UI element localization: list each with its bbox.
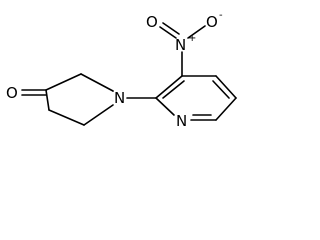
bond-py-c5-c6 [215, 97, 237, 121]
bond-py-n-c2 [155, 97, 175, 116]
ketone-oxygen-label: O [6, 84, 18, 102]
nitro-nitrogen-label: N [175, 36, 186, 54]
bond-c5-c4 [45, 89, 50, 111]
structure-canvas: O N N N + O - O [6, 10, 237, 130]
pyridine-nitrogen-label: N [176, 112, 187, 130]
nitro-nitrogen-charge: + [188, 33, 196, 44]
bond-py-inner-1 [162, 80, 185, 99]
piperidine-nitrogen-label: N [114, 89, 125, 107]
bond-nitro-n-o-double-2 [162, 22, 180, 35]
bond-py-c2-c3 [155, 75, 183, 99]
bond-py-c4-c5 [215, 75, 237, 99]
bond-n1-c6 [83, 104, 114, 126]
pyridine-ring [155, 75, 237, 121]
piperidinone-ring [21, 73, 114, 126]
nitro-group [159, 22, 206, 77]
bond-nitro-n-o-single [187, 25, 206, 39]
bond-c3-c2 [80, 73, 114, 92]
chemical-structure: O N N N + O - O [6, 10, 237, 130]
bond-nitro-n-o-double-1 [159, 26, 177, 39]
nitro-oxygen-double-label: O [146, 13, 158, 31]
bond-py-inner-2 [212, 80, 230, 99]
bond-c4-c3 [45, 73, 82, 91]
nitro-oxygen-single-charge: - [219, 10, 223, 21]
nitro-oxygen-single-label: O [206, 13, 218, 31]
bond-c6-c5 [48, 109, 85, 126]
